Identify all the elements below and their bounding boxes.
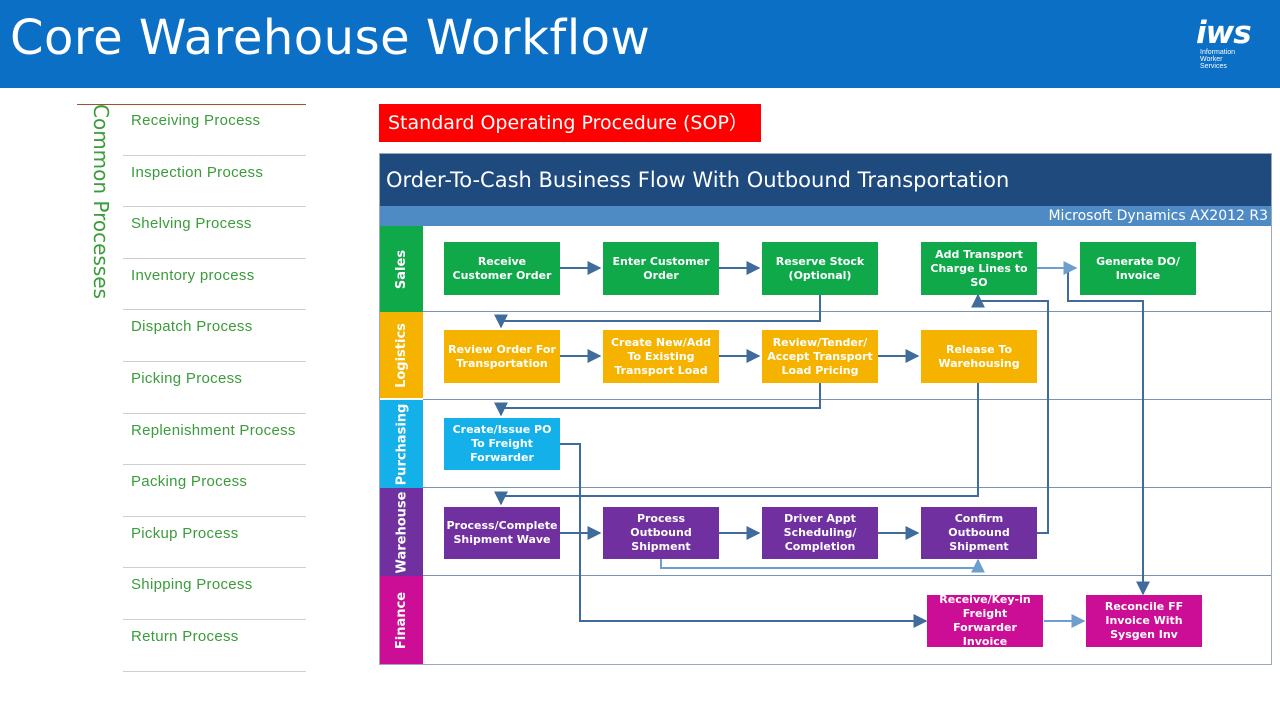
arrow-reserve-to-review xyxy=(494,295,821,329)
iws-logo: iws Information Worker Services xyxy=(1196,18,1266,80)
flow-subtitle: Microsoft Dynamics AX2012 R3 xyxy=(380,206,1271,226)
lane-finance: Finance xyxy=(380,576,423,664)
step-confirm-outbound-shipment[interactable]: Confirm Outbound Shipment xyxy=(921,507,1037,559)
lane-separator xyxy=(423,311,1271,312)
step-add-transport-charges[interactable]: Add Transport Charge Lines to SO xyxy=(921,242,1037,295)
lane-separator xyxy=(423,575,1271,576)
step-driver-appt-scheduling[interactable]: Driver Appt Scheduling/ Completion xyxy=(762,507,878,559)
sidebar-item-label: Receiving Process xyxy=(131,112,261,129)
step-create-issue-po[interactable]: Create/Issue PO To Freight Forwarder xyxy=(444,418,560,470)
sidebar-item-dispatch[interactable]: Dispatch Process xyxy=(123,310,306,362)
sidebar-item-shipping[interactable]: Shipping Process xyxy=(123,568,306,620)
step-receive-customer-order[interactable]: Receive Customer Order xyxy=(444,242,560,295)
sidebar-item-label: Shelving Process xyxy=(131,215,252,233)
sidebar-item-receiving[interactable]: Receiving Process xyxy=(123,104,306,156)
lane-sales: Sales xyxy=(380,226,423,312)
logo-tagline-2: Worker xyxy=(1200,56,1223,63)
sidebar-item-inspection[interactable]: Inspection Process xyxy=(123,156,306,208)
lane-separator xyxy=(423,487,1271,488)
sidebar-item-pickup[interactable]: Pickup Process xyxy=(123,517,306,569)
sidebar-item-label: Picking Process xyxy=(131,369,243,387)
step-review-order-transport[interactable]: Review Order For Transportation xyxy=(444,330,560,383)
sidebar-title: Common Processes xyxy=(77,104,125,314)
sidebar-item-shelving[interactable]: Shelving Process xyxy=(123,207,306,259)
sidebar-item-picking[interactable]: Picking Process xyxy=(123,362,306,414)
lane-separator xyxy=(423,399,1271,400)
sidebar-item-label: Return Process xyxy=(131,627,239,645)
sidebar-item-label: Pickup Process xyxy=(131,524,239,542)
sidebar-top-rule xyxy=(77,104,306,105)
arrow-confirm-to-transport xyxy=(971,293,1049,534)
arrow-tender-to-po xyxy=(494,383,821,417)
sidebar-title-text: Common Processes xyxy=(89,104,113,300)
arrow-outbound-loop xyxy=(660,558,985,573)
sop-label: Standard Operating Procedure (SOP） xyxy=(379,104,761,142)
sidebar-item-label: Packing Process xyxy=(131,473,248,491)
sidebar-item-packing[interactable]: Packing Process xyxy=(123,465,306,517)
sidebar-item-label: Inspection Process xyxy=(131,163,264,181)
sidebar-item-label: Inventory process xyxy=(131,266,255,284)
step-process-shipment-wave[interactable]: Process/Complete Shipment Wave xyxy=(444,507,560,559)
lane-logistics: Logistics xyxy=(380,312,423,398)
lane-purchasing: Purchasing xyxy=(380,400,423,488)
sidebar-item-inventory[interactable]: Inventory process xyxy=(123,259,306,311)
step-create-transport-load[interactable]: Create New/Add To Existing Transport Loa… xyxy=(603,330,719,383)
step-enter-customer-order[interactable]: Enter Customer Order xyxy=(603,242,719,295)
step-reserve-stock[interactable]: Reserve Stock (Optional) xyxy=(762,242,878,295)
flow-panel: Order-To-Cash Business Flow With Outboun… xyxy=(379,153,1272,665)
sidebar-item-label: Replenishment Process xyxy=(131,421,296,439)
step-release-to-warehousing[interactable]: Release To Warehousing xyxy=(921,330,1037,383)
step-receive-ff-invoice[interactable]: Receive/Key-in Freight Forwarder Invoice xyxy=(927,593,1043,648)
logo-tagline-3: Services xyxy=(1200,63,1227,70)
lane-warehouse: Warehouse xyxy=(380,488,423,576)
sidebar-item-label: Shipping Process xyxy=(131,576,253,594)
process-list: Receiving Process Inspection Process She… xyxy=(123,104,306,672)
logo-tagline-1: Information xyxy=(1200,49,1236,56)
sidebar-item-label: Dispatch Process xyxy=(131,318,253,336)
sidebar-item-return[interactable]: Return Process xyxy=(123,620,306,672)
flow-title: Order-To-Cash Business Flow With Outboun… xyxy=(380,154,1271,206)
step-generate-do-invoice[interactable]: Generate DO/ Invoice xyxy=(1080,242,1196,295)
arrow-release-to-wave xyxy=(494,383,979,506)
step-process-outbound-shipment[interactable]: Process Outbound Shipment xyxy=(603,507,719,559)
sidebar-item-replenishment[interactable]: Replenishment Process xyxy=(123,414,306,466)
logo-mark: iws xyxy=(1196,15,1252,51)
arrow-transport-to-reconcile xyxy=(1067,269,1150,596)
step-review-tender-accept[interactable]: Review/Tender/ Accept Transport Load Pri… xyxy=(762,330,878,383)
title-bar: Core Warehouse Workflow iws Information … xyxy=(0,0,1280,88)
page-title: Core Warehouse Workflow xyxy=(10,10,651,66)
step-reconcile-ff-invoice[interactable]: Reconcile FF Invoice With Sysgen Inv xyxy=(1086,595,1202,647)
